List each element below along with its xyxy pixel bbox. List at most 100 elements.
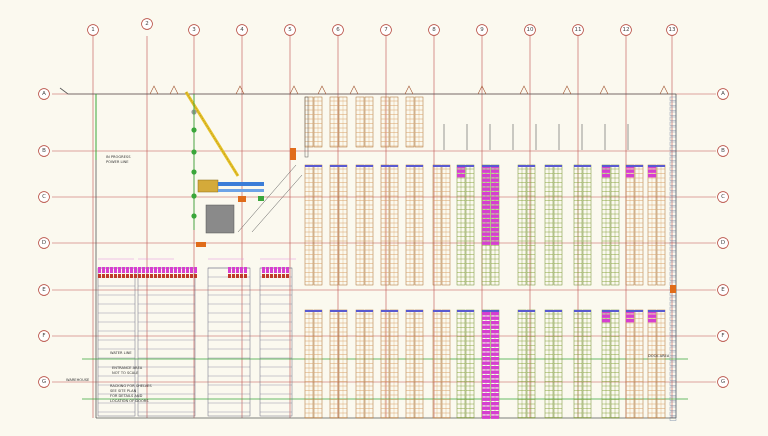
wall-rack-cell <box>669 326 677 331</box>
shelf-highlight-red <box>138 274 141 278</box>
shelf-highlight <box>134 267 137 273</box>
grid-bubble-row-left-B-circle <box>38 145 50 157</box>
grid-bubble-row-right-G: G <box>717 376 729 388</box>
shelf-highlight <box>146 267 149 273</box>
shelf-highlight-red <box>134 274 137 278</box>
rack-highlight <box>491 352 499 356</box>
shelf-highlight <box>174 267 177 273</box>
grid-bubble-row-left-D-label: D <box>42 240 46 246</box>
roof-truss <box>404 85 414 95</box>
grid-bubble-row-left-E: E <box>38 284 50 296</box>
roof-truss <box>317 85 327 95</box>
grid-bubble-col-6-label: 6 <box>336 27 340 33</box>
shelf-highlight <box>286 267 289 273</box>
shelf-highlight-red <box>98 274 101 278</box>
shelf-highlight <box>240 267 243 273</box>
roof-truss <box>599 85 609 95</box>
roof-truss <box>562 85 572 95</box>
rack-highlight <box>491 415 499 419</box>
shelf-highlight <box>266 267 269 273</box>
rack-highlight <box>482 205 490 209</box>
shelf-highlight <box>138 267 141 273</box>
wall-rack-cell <box>669 236 677 241</box>
shelf-highlight-red <box>244 274 247 278</box>
wall-rack-cell <box>669 116 677 121</box>
wall-rack-cell <box>669 301 677 306</box>
rack-tag <box>381 165 398 167</box>
brace-line <box>251 174 303 233</box>
rack-highlight <box>482 343 490 347</box>
grid-bubble-col-12: 12 <box>620 24 632 36</box>
rack-highlight <box>482 201 490 205</box>
shelf-highlight <box>244 267 247 273</box>
shelf-highlight-red <box>190 274 193 278</box>
grid-bubble-row-right-A-circle <box>717 88 729 100</box>
rack-tag <box>518 165 535 167</box>
grid-bubble-row-left-E-label: E <box>42 287 46 293</box>
rack-tag <box>648 165 665 167</box>
rack-highlight <box>491 169 499 173</box>
grid-bubble-row-right-G-label: G <box>721 379 725 385</box>
rack-highlight <box>457 169 465 173</box>
grid-bubble-col-4: 4 <box>236 24 248 36</box>
wall-rack-cell <box>669 156 677 161</box>
grid-bubble-row-right-B-label: B <box>721 148 725 154</box>
rack-highlight <box>491 343 499 347</box>
rack-highlight <box>482 411 490 415</box>
grid-bubble-col-8-label: 8 <box>432 27 436 33</box>
shelf-highlight <box>190 267 193 273</box>
roof-truss <box>289 85 299 95</box>
rack-highlight <box>482 196 490 200</box>
note-entrance-2: NOT TO SCALE <box>112 371 139 375</box>
roof-truss <box>659 85 669 95</box>
rack-tag <box>406 165 423 167</box>
rack-highlight <box>482 237 490 241</box>
wall-rack-cell <box>669 411 677 416</box>
wall-rack-cell <box>669 106 677 111</box>
grid-bubble-col-4-circle <box>236 24 248 36</box>
rack-highlight <box>482 330 490 334</box>
rack-tag <box>626 165 643 167</box>
shelf-highlight <box>282 267 285 273</box>
wall-rack-cell <box>669 321 677 326</box>
wall-rack-cell <box>669 96 677 101</box>
grid-bubble-col-3: 3 <box>188 24 200 36</box>
shelf-highlight-red <box>170 274 173 278</box>
wall-rack-cell <box>669 371 677 376</box>
rack-highlight <box>482 192 490 196</box>
rack-tag <box>406 310 423 312</box>
note-warehouse: WAREHOUSE <box>66 378 90 382</box>
grid-bubble-row-right-E-label: E <box>721 287 725 293</box>
rack-highlight <box>491 214 499 218</box>
rack-highlight <box>491 357 499 361</box>
roof-truss <box>149 85 159 95</box>
rack-highlight <box>626 314 634 318</box>
grid-bubble-row-left-F: F <box>38 330 50 342</box>
wall-rack-cell <box>669 266 677 271</box>
shelf-highlight <box>142 267 145 273</box>
grid-bubble-row-left-G: G <box>38 376 50 388</box>
rack-highlight <box>491 325 499 329</box>
roof-truss <box>519 85 529 95</box>
rack-tag <box>330 165 347 167</box>
grid-bubble-row-left-A-label: A <box>42 91 46 97</box>
wall-rack-cell <box>669 331 677 336</box>
roof-truss <box>169 85 179 95</box>
grid-bubble-row-left-C: C <box>38 191 50 203</box>
rack-highlight <box>482 187 490 191</box>
shelf-highlight <box>194 267 197 273</box>
rack-highlight <box>482 370 490 374</box>
grid-bubble-col-1-label: 1 <box>91 27 95 33</box>
rack-tag <box>626 310 643 312</box>
grid-bubble-col-8-circle <box>428 24 440 36</box>
wall-rack-cell <box>669 256 677 261</box>
shelf-highlight-red <box>266 274 269 278</box>
wall-rack-cell <box>669 366 677 371</box>
rack-highlight <box>602 314 610 318</box>
grid-bubble-row-right-D: D <box>717 237 729 249</box>
shelf-highlight <box>110 267 113 273</box>
rack-highlight <box>482 232 490 236</box>
shelf-highlight <box>102 267 105 273</box>
grid-bubble-col-7: 7 <box>380 24 392 36</box>
wall-panel <box>304 96 309 158</box>
